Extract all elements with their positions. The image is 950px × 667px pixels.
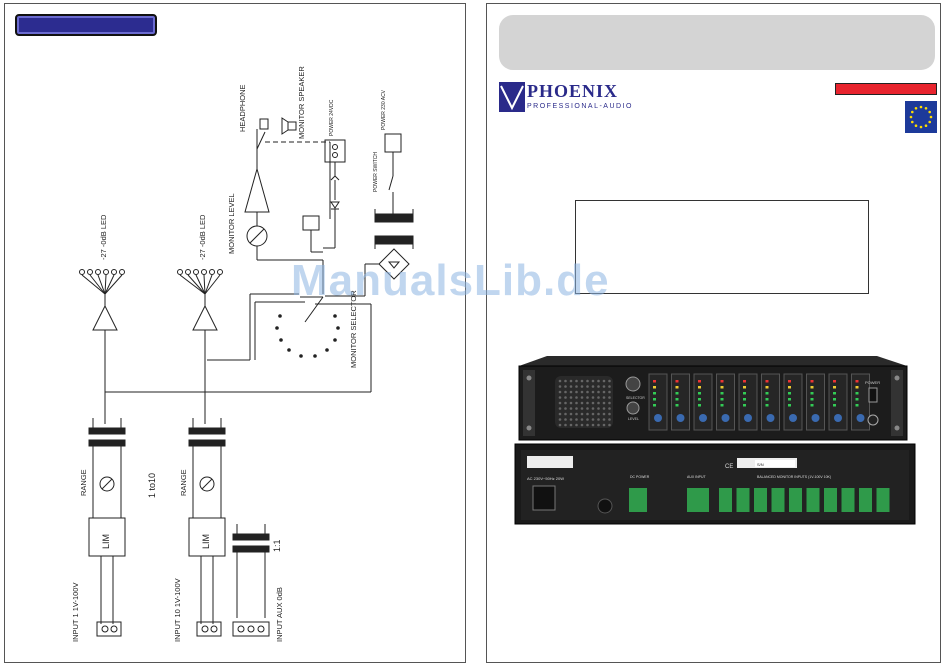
aux-input-label: AUX INPUT bbox=[687, 475, 707, 479]
channel-strip bbox=[828, 373, 848, 431]
header-bar bbox=[499, 15, 935, 70]
block-diagram bbox=[79, 117, 414, 637]
label-led-2: -27 -0dB LED bbox=[198, 214, 207, 260]
channel-strip bbox=[738, 373, 758, 431]
channel-strip bbox=[806, 373, 825, 431]
input-terminal bbox=[771, 488, 785, 512]
watermark: ManualsLib.de bbox=[291, 256, 610, 305]
label-lim-2: LIM bbox=[201, 533, 211, 549]
channel-strip bbox=[761, 373, 780, 431]
label-input-1: INPUT 1 1V-100V bbox=[71, 582, 80, 642]
dc-power-label: DC POWER bbox=[630, 475, 650, 479]
label-headphone: HEADPHONE bbox=[238, 84, 247, 132]
eu-flag-icon bbox=[905, 101, 937, 133]
label-range-2: RANGE bbox=[179, 469, 188, 496]
ce-mark: CE bbox=[725, 464, 733, 470]
channel-strip bbox=[783, 373, 803, 431]
channel-strip bbox=[716, 373, 735, 431]
label-power-dc: POWER 24VDC bbox=[329, 99, 335, 136]
input-terminal bbox=[876, 488, 890, 512]
left-page: HEADPHONE MONITOR SPEAKER POWER 24VDC PO… bbox=[4, 3, 466, 663]
input-terminal bbox=[789, 488, 802, 512]
sn-label: S/N bbox=[757, 462, 764, 467]
label-lim-1: LIM bbox=[101, 533, 111, 549]
power-label: POWER bbox=[865, 380, 880, 385]
selector-label: SELECTOR bbox=[626, 396, 645, 400]
label-led-1: -27 -0dB LED bbox=[99, 214, 108, 260]
label-input-aux: INPUT AUX 0dB bbox=[275, 587, 284, 642]
label-input-10: INPUT 10 1V-100V bbox=[173, 578, 182, 642]
balanced-inputs-label: BALANCED MONITOR INPUTS (1V-100V 10K) bbox=[757, 475, 831, 479]
label-ratio-1: 1 to10 bbox=[147, 472, 157, 498]
notice-box bbox=[575, 200, 869, 294]
device-illustration: SELECTOR LEVEL POWER AC 230V~50Hz 20W CE… bbox=[514, 356, 916, 525]
ac-rating: AC 230V~50Hz 20W bbox=[527, 476, 564, 481]
label-monitor-speaker: MONITOR SPEAKER bbox=[297, 66, 306, 139]
label-range-1: RANGE bbox=[79, 469, 88, 496]
input-terminal bbox=[824, 488, 837, 512]
input-terminal bbox=[719, 488, 732, 512]
label-ratio-2: 1:1 bbox=[272, 539, 282, 552]
input-terminal bbox=[841, 488, 855, 512]
input-terminal bbox=[859, 488, 872, 512]
brand-subtitle: PROFESSIONAL-AUDIO bbox=[527, 103, 633, 110]
right-page: PHOENIX PROFESSIONAL-AUDIO SEL bbox=[291, 3, 941, 663]
label-power-ac: POWER 230 ACV bbox=[381, 89, 387, 130]
channel-strip bbox=[693, 373, 713, 431]
level-label: LEVEL bbox=[628, 417, 639, 421]
label-power-switch: POWER SWITCH bbox=[373, 152, 379, 192]
phoenix-logo: PHOENIX PROFESSIONAL-AUDIO bbox=[499, 81, 639, 116]
red-bar bbox=[835, 83, 937, 95]
channel-strip bbox=[671, 373, 690, 431]
input-terminal bbox=[736, 488, 750, 512]
brand-name: PHOENIX bbox=[527, 81, 619, 101]
logo-mark-icon bbox=[499, 82, 525, 112]
input-terminal bbox=[806, 488, 820, 512]
input-terminal bbox=[754, 488, 767, 512]
section-badge bbox=[15, 14, 157, 36]
label-monitor-level: MONITOR LEVEL bbox=[227, 193, 236, 254]
channel-strip bbox=[648, 373, 668, 431]
